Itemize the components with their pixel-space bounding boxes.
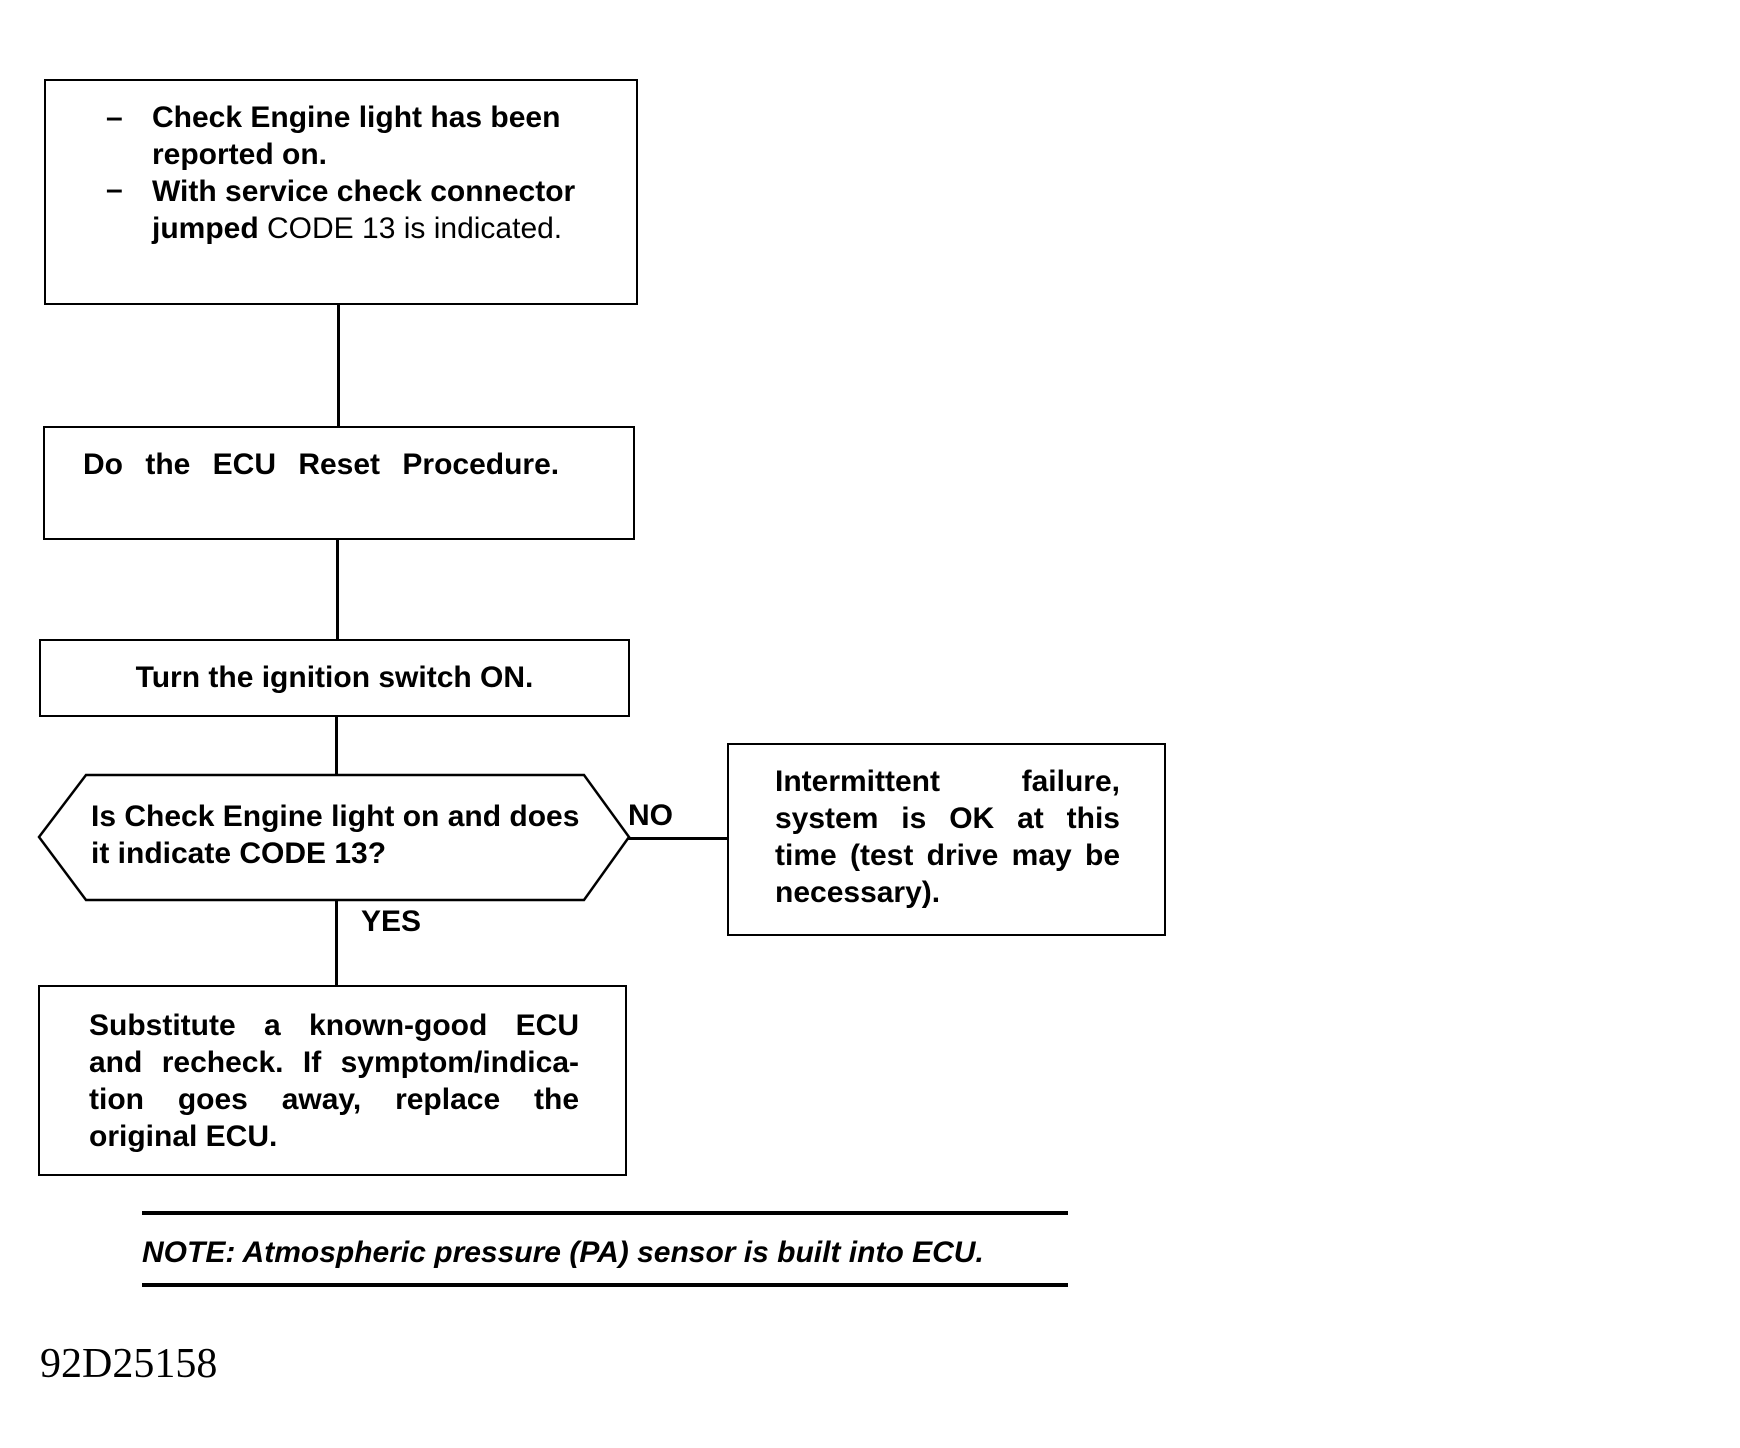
start-condition-box: – – Check Engine light has been reported… [44, 79, 638, 305]
note-text: NOTE: Atmospheric pressure (PA) sensor i… [142, 1236, 984, 1269]
start-line-4-rest: CODE 13 is indicated. [258, 212, 563, 245]
start-line-4-bold: jumped [152, 212, 259, 245]
yes-line-2: and recheck. If symptom/indica- [89, 1046, 579, 1079]
connector-decision-to-yes-box [335, 900, 338, 986]
start-line-2: reported on. [152, 138, 328, 171]
ignition-on-text: Turn the ignition switch ON. [135, 661, 534, 694]
yes-line-3: tion goes away, replace the [89, 1083, 579, 1116]
yes-result-text: Substitute a known-good ECU and recheck.… [89, 1007, 579, 1155]
yes-line-4: original ECU. [89, 1120, 278, 1153]
connector-decision-to-no-box [628, 837, 728, 840]
connector-ignition-to-decision [335, 716, 338, 775]
note-bottom-rule [142, 1283, 1068, 1287]
start-line-3: With service check connector [152, 175, 576, 208]
bullet-dash-2: – [106, 173, 123, 206]
yes-branch-label: YES [361, 905, 422, 938]
no-result-box: Intermittent failure, system is OK at th… [727, 743, 1166, 936]
note-top-rule [142, 1211, 1068, 1215]
figure-code: 92D25158 [40, 1341, 218, 1387]
bullet-dash-1: – [106, 101, 123, 134]
decision-line-2: it indicate CODE 13? [91, 837, 387, 870]
yes-result-box: Substitute a known-good ECU and recheck.… [38, 985, 627, 1176]
ecu-reset-text: Do the ECU Reset Procedure. [83, 448, 560, 481]
start-condition-text: Check Engine light has been reported on.… [152, 99, 622, 247]
start-line-4: jumped CODE 13 is indicated. [152, 210, 622, 247]
yes-line-1: Substitute a known-good ECU [89, 1009, 579, 1042]
decision-line-1: Is Check Engine light on and does [91, 800, 580, 833]
connector-reset-to-ignition [336, 538, 339, 640]
no-result-text: Intermittent failure, system is OK at th… [775, 765, 1120, 909]
ignition-on-box: Turn the ignition switch ON. [39, 639, 630, 717]
start-line-1: Check Engine light has been [152, 101, 561, 134]
no-branch-label: NO [628, 799, 673, 832]
ecu-reset-box: Do the ECU Reset Procedure. [43, 426, 635, 540]
connector-start-to-reset [337, 303, 340, 427]
decision-question: Is Check Engine light on and does it ind… [91, 798, 591, 872]
